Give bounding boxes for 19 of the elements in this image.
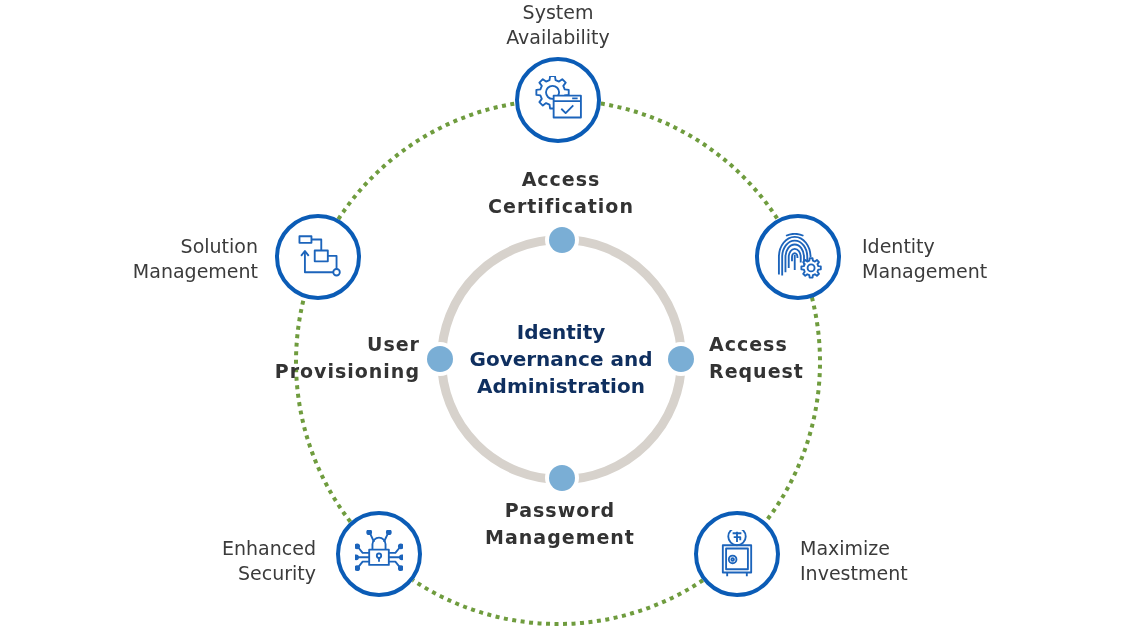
step-dot <box>549 227 575 253</box>
step-dot <box>668 346 694 372</box>
feature-caption: Maximize Investment <box>800 536 908 586</box>
feature-caption: Identity Management <box>862 234 988 284</box>
feature-caption: System Availability <box>506 0 610 50</box>
step-dot <box>549 465 575 491</box>
step-label: Access Request <box>709 332 804 384</box>
step-label: Access Certification <box>488 167 634 219</box>
step-label: Password Management <box>485 498 635 550</box>
step-dot <box>427 346 453 372</box>
dotted-arc <box>412 578 704 626</box>
dotted-arc <box>336 101 516 221</box>
dotted-arc <box>294 297 353 523</box>
dotted-arc <box>600 101 780 221</box>
hub-title: Identity Governance and Administration <box>468 318 654 400</box>
feature-caption: Enhanced Security <box>222 536 316 586</box>
feature-caption: Solution Management <box>132 234 258 284</box>
dotted-arc <box>763 297 822 523</box>
step-label: User Provisioning <box>274 332 420 384</box>
